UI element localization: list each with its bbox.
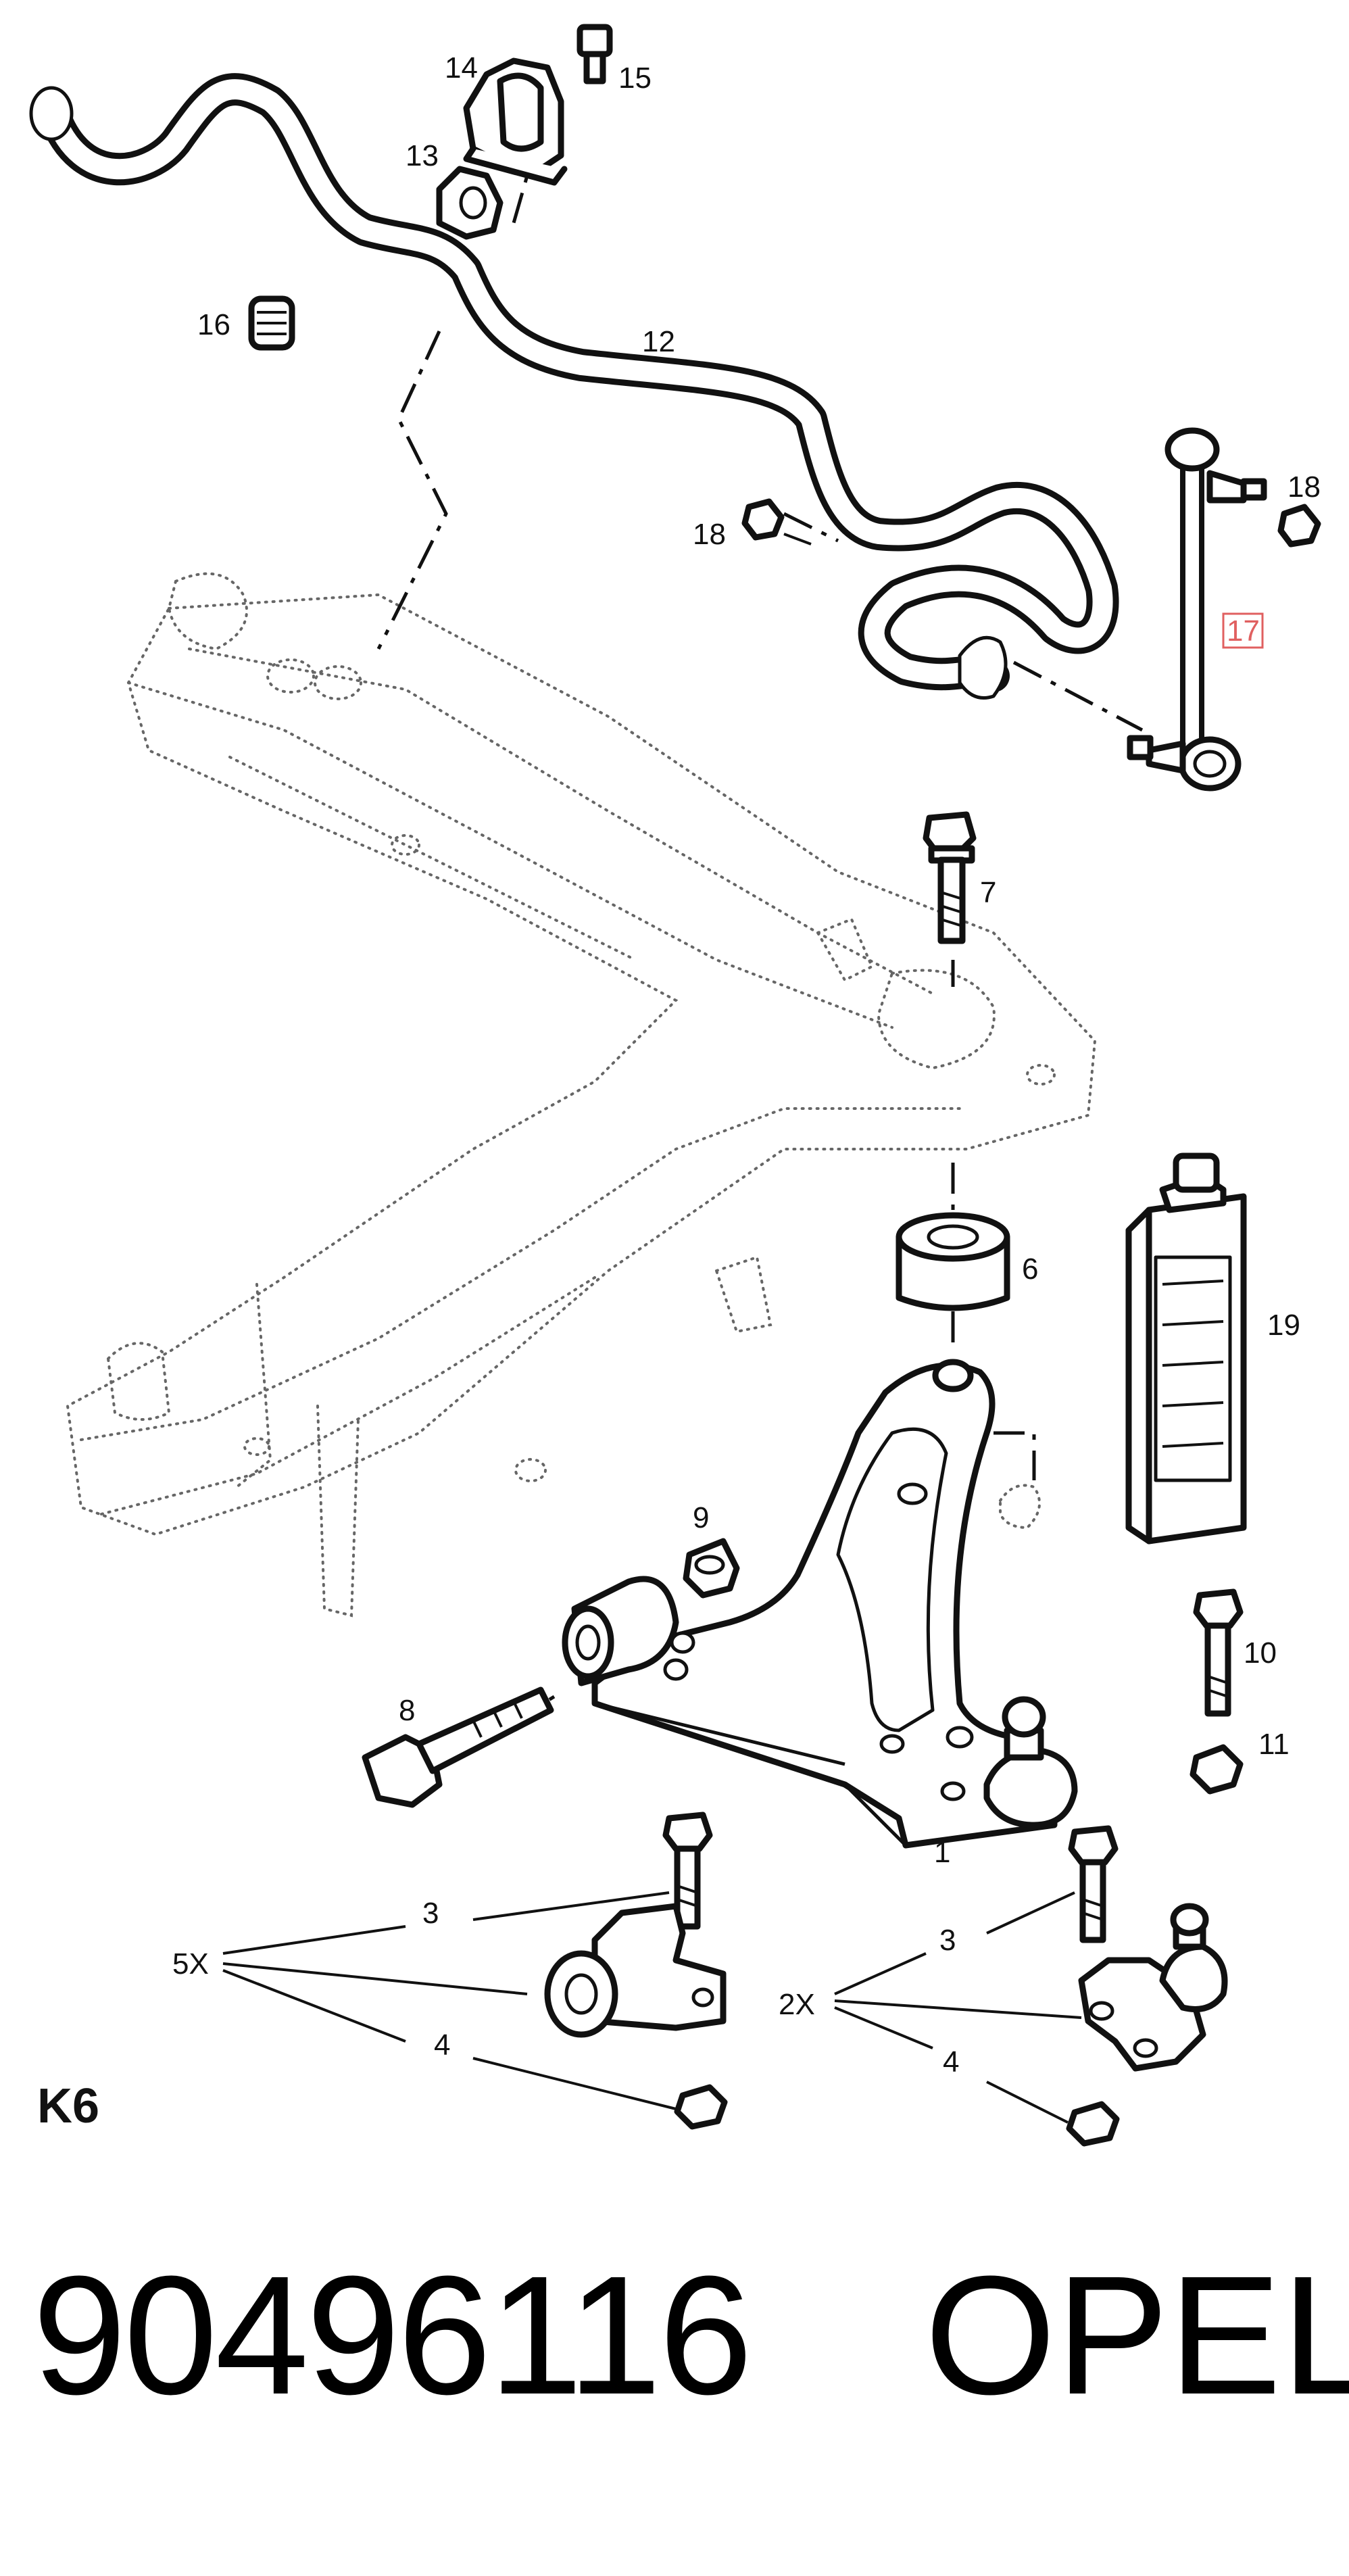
callout-10: 10 [1244, 1636, 1277, 1670]
clamp-bracket [463, 57, 568, 186]
link-nut-lower [741, 498, 785, 541]
callout-labels: 1 3 3 4 4 5X 2X 6 7 8 9 10 11 12 13 14 1… [172, 51, 1321, 2079]
highlight-box [1222, 612, 1264, 649]
bolt-10 [1193, 1588, 1244, 1717]
callout-13: 13 [406, 139, 439, 172]
stabilizer-bushing [436, 166, 504, 240]
callout-16: 16 [197, 308, 230, 341]
callout-17: 17 [1227, 614, 1260, 648]
nut-11 [1189, 1744, 1244, 1795]
callout-7: 7 [980, 876, 996, 909]
callout-11: 11 [1258, 1728, 1290, 1761]
callout-3-right: 3 [939, 1924, 956, 1957]
callout-6: 6 [1022, 1253, 1038, 1286]
long-bolt [362, 1686, 554, 1808]
service-nut-right [1066, 2101, 1120, 2147]
service-bolt-left [662, 1812, 713, 1930]
callout-1: 1 [934, 1836, 950, 1869]
callout-18-right: 18 [1287, 470, 1321, 504]
callout-5x: 5X [172, 1947, 209, 1980]
rubber-stop [999, 1484, 1041, 1530]
subframe-crossmember-outline [66, 572, 1097, 1618]
arm-ball-joint [983, 1696, 1078, 1828]
service-nut-left [674, 2084, 728, 2130]
insert-nut [248, 295, 295, 351]
callout-19: 19 [1267, 1309, 1300, 1342]
part-number: 90496116 [32, 2241, 753, 2429]
callout-3-left: 3 [422, 1897, 439, 1930]
rear-bushing [896, 1212, 1010, 1311]
stabilizer-bar [29, 73, 1119, 700]
callout-18-left: 18 [693, 518, 726, 551]
link-nut-upper [1277, 504, 1321, 548]
clamp-bolt [577, 24, 613, 84]
arm-front-bushing [562, 1576, 695, 1686]
brand-name: OPEL [925, 2241, 1349, 2429]
nut-9 [683, 1538, 740, 1599]
service-ball-joint [1078, 1903, 1228, 2072]
mounting-bolt [923, 811, 977, 944]
stabilizer-link [1127, 427, 1267, 792]
callout-9: 9 [693, 1501, 709, 1534]
callout-2x: 2X [779, 1988, 815, 2021]
callout-15: 15 [618, 62, 652, 95]
service-bushing-bracket [544, 1903, 727, 2038]
control-arm [591, 1359, 1058, 1849]
callout-4-right: 4 [943, 2045, 959, 2079]
callout-4-left: 4 [434, 2028, 450, 2062]
callout-12: 12 [642, 325, 675, 358]
callout-14: 14 [445, 51, 478, 84]
service-bolt-right [1068, 1825, 1119, 1943]
fluid-bottle [1125, 1152, 1247, 1545]
leader-lines [222, 533, 1082, 2124]
section-code: K6 [37, 2079, 99, 2133]
callout-8: 8 [399, 1694, 415, 1727]
